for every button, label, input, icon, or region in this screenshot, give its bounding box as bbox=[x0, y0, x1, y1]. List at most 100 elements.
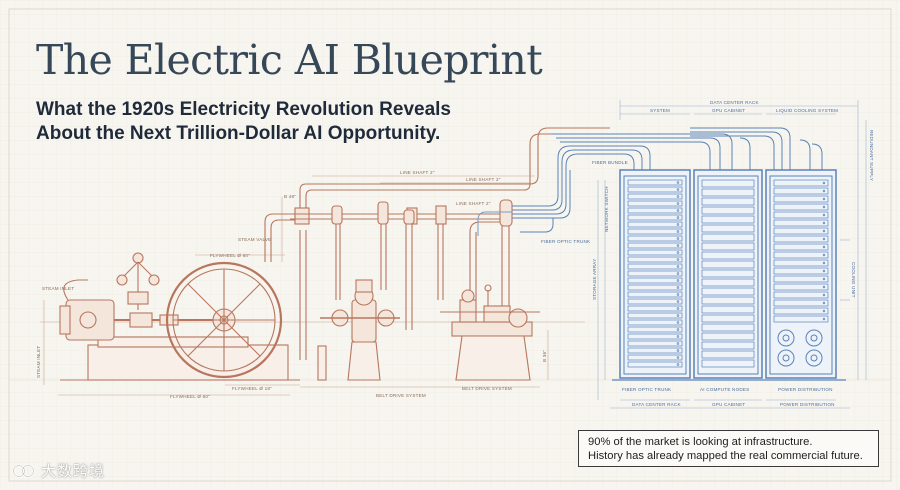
label-fiber-optic-trunk: FIBER OPTIC TRUNK bbox=[541, 239, 591, 244]
gpu-slot bbox=[701, 179, 755, 188]
server-slot bbox=[627, 319, 683, 326]
gpu-slot bbox=[701, 224, 755, 233]
power-slot bbox=[773, 315, 829, 323]
engine-base bbox=[87, 344, 289, 381]
gpu-slot bbox=[701, 206, 755, 215]
page-subtitle: What the 1920s Electricity Revolution Re… bbox=[36, 98, 506, 146]
status-led bbox=[676, 209, 680, 212]
rack-3-slots bbox=[773, 179, 829, 323]
watermark: 大数跨境 bbox=[12, 460, 105, 481]
status-led bbox=[676, 328, 680, 331]
status-led bbox=[676, 286, 680, 289]
status-led bbox=[822, 317, 826, 321]
server-slot bbox=[627, 312, 683, 319]
drive-machine bbox=[317, 279, 400, 381]
status-led bbox=[822, 181, 826, 185]
label-steam-valve: STEAM VALVE bbox=[238, 237, 271, 242]
status-led bbox=[676, 202, 680, 205]
cooling-fans bbox=[777, 329, 823, 367]
status-led bbox=[822, 221, 826, 225]
status-led bbox=[676, 363, 680, 366]
label-power-distribution: POWER DISTRIBUTION bbox=[778, 387, 833, 392]
status-led bbox=[822, 253, 826, 257]
steam-engine-drawing bbox=[40, 127, 610, 396]
gpu-slot bbox=[701, 260, 755, 269]
gpu-slot bbox=[701, 323, 755, 332]
gpu-slot bbox=[701, 287, 755, 296]
digital-dimension-lines bbox=[597, 100, 867, 409]
status-led bbox=[676, 293, 680, 296]
server-slot bbox=[627, 347, 683, 354]
status-led bbox=[822, 229, 826, 233]
label-flywheel-low: FLYWHEEL Ø 18" bbox=[232, 386, 272, 391]
status-led bbox=[822, 293, 826, 297]
gpu-slot bbox=[701, 251, 755, 260]
lathe-machine bbox=[440, 284, 540, 381]
status-led bbox=[676, 223, 680, 226]
label-belt-drive: BELT DRIVE SYSTEM bbox=[376, 393, 426, 398]
power-slot bbox=[773, 275, 829, 283]
line-shaft-hangers bbox=[331, 199, 513, 330]
power-slot bbox=[773, 299, 829, 307]
status-led bbox=[822, 197, 826, 201]
callout-line-1: 90% of the market is looking at infrastr… bbox=[588, 436, 813, 448]
label-side-left-2: STORAGE ARRAY bbox=[592, 259, 597, 301]
server-slot bbox=[627, 291, 683, 298]
power-slot bbox=[773, 307, 829, 315]
label-side-right-1: REDUNDANT SUPPLY bbox=[869, 130, 874, 181]
gpu-slot bbox=[701, 233, 755, 242]
gpu-slot bbox=[701, 305, 755, 314]
data-center-drawing bbox=[477, 100, 867, 409]
server-slot bbox=[627, 214, 683, 221]
power-slot bbox=[773, 227, 829, 235]
power-slot bbox=[773, 179, 829, 187]
label-dim-48: B 48" bbox=[284, 194, 296, 199]
status-led bbox=[822, 237, 826, 241]
power-slot bbox=[773, 203, 829, 211]
status-led bbox=[676, 244, 680, 247]
power-slot bbox=[773, 251, 829, 259]
server-slot bbox=[627, 207, 683, 214]
status-led bbox=[676, 356, 680, 359]
status-led bbox=[676, 279, 680, 282]
status-led bbox=[676, 237, 680, 240]
server-slot bbox=[627, 340, 683, 347]
server-slot bbox=[627, 326, 683, 333]
label-data-center-rack-top: DATA CENTER RACK bbox=[710, 100, 759, 105]
label-gpu-cabinet: GPU CABINET bbox=[712, 108, 745, 113]
status-led bbox=[676, 335, 680, 338]
status-led bbox=[676, 251, 680, 254]
page-title: The Electric AI Blueprint bbox=[36, 36, 543, 84]
power-slot bbox=[773, 259, 829, 267]
server-slot bbox=[627, 256, 683, 263]
subtitle-line-2: About the Next Trillion-Dollar AI Opport… bbox=[36, 123, 441, 144]
server-slot bbox=[627, 361, 683, 368]
fiber-bundle bbox=[477, 127, 823, 236]
status-led bbox=[822, 269, 826, 273]
label-steam-inlet: STEAM INLET bbox=[42, 286, 74, 291]
label-data-center-rack-bottom: DATA CENTER RACK bbox=[632, 402, 681, 407]
label-dim-right: B 36" bbox=[542, 350, 547, 362]
label-power-distribution-bottom: POWER DISTRIBUTION bbox=[780, 402, 835, 407]
gpu-slot bbox=[701, 269, 755, 278]
status-led bbox=[676, 314, 680, 317]
status-led bbox=[676, 321, 680, 324]
server-slot bbox=[627, 179, 683, 186]
server-slot bbox=[627, 284, 683, 291]
server-slot bbox=[627, 333, 683, 340]
watermark-text: 大数跨境 bbox=[41, 462, 106, 480]
gpu-slot bbox=[701, 359, 755, 368]
server-slot bbox=[627, 249, 683, 256]
server-slot bbox=[627, 305, 683, 312]
server-slot bbox=[627, 270, 683, 277]
label-flywheel-top: FLYWHEEL Ø 60" bbox=[210, 253, 250, 258]
server-slot bbox=[627, 193, 683, 200]
power-slot bbox=[773, 283, 829, 291]
power-slot bbox=[773, 211, 829, 219]
label-steam-inlet-side: STEAM INLET bbox=[36, 346, 41, 378]
label-system: SYSTEM bbox=[650, 108, 670, 113]
rack-1-slots bbox=[627, 179, 683, 368]
status-led bbox=[676, 230, 680, 233]
status-led bbox=[822, 245, 826, 249]
